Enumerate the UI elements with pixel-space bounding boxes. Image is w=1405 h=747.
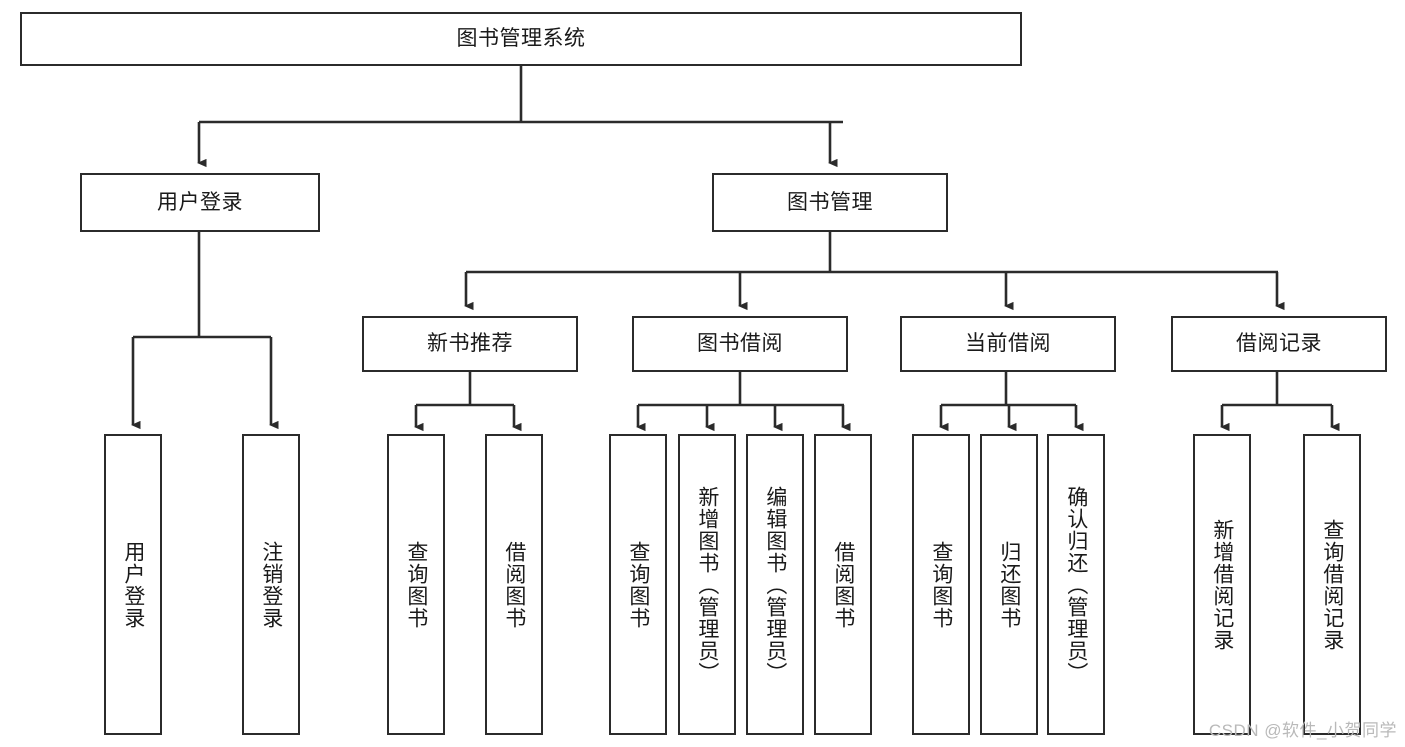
node-leaf-borrow-book-2[interactable]: 借阅图书: [814, 434, 872, 735]
node-leaf-query-book-1[interactable]: 查询图书: [387, 434, 445, 735]
node-leaf-return-book[interactable]: 归还图书: [980, 434, 1038, 735]
node-leaf-borrow-book-1-label: 借阅图书: [502, 540, 526, 629]
node-leaf-query-record-label: 查询借阅记录: [1320, 518, 1344, 651]
node-leaf-confirm-return-admin-label: 确认归还（管理员）: [1064, 485, 1088, 684]
node-leaf-return-book-label: 归还图书: [997, 540, 1021, 629]
node-leaf-confirm-return-admin[interactable]: 确认归还（管理员）: [1047, 434, 1105, 735]
node-leaf-logout-label: 注销登录: [259, 540, 283, 629]
watermark: CSDN @软件_小贺同学: [1208, 721, 1397, 740]
node-root[interactable]: 图书管理系统: [20, 12, 1022, 66]
node-leaf-query-book-2[interactable]: 查询图书: [609, 434, 667, 735]
node-leaf-user-login-label: 用户登录: [121, 540, 145, 629]
node-book-manage-label: 图书管理: [787, 190, 873, 214]
node-book-borrow[interactable]: 图书借阅: [632, 316, 848, 372]
node-root-label: 图书管理系统: [456, 27, 586, 51]
node-current-borrow[interactable]: 当前借阅: [900, 316, 1116, 372]
node-leaf-query-book-2-label: 查询图书: [626, 540, 650, 629]
node-leaf-query-book-3-label: 查询图书: [929, 540, 953, 629]
node-user-login[interactable]: 用户登录: [80, 173, 320, 232]
node-borrow-record[interactable]: 借阅记录: [1171, 316, 1387, 372]
node-book-manage[interactable]: 图书管理: [712, 173, 948, 232]
node-leaf-user-login[interactable]: 用户登录: [104, 434, 162, 735]
node-leaf-edit-book-admin-label: 编辑图书（管理员）: [763, 485, 787, 684]
node-book-borrow-label: 图书借阅: [697, 332, 783, 356]
node-leaf-add-record[interactable]: 新增借阅记录: [1193, 434, 1251, 735]
node-leaf-query-book-1-label: 查询图书: [404, 540, 428, 629]
node-current-borrow-label: 当前借阅: [965, 332, 1051, 356]
node-leaf-edit-book-admin[interactable]: 编辑图书（管理员）: [746, 434, 804, 735]
node-borrow-record-label: 借阅记录: [1236, 332, 1322, 356]
node-leaf-query-record[interactable]: 查询借阅记录: [1303, 434, 1361, 735]
node-leaf-query-book-3[interactable]: 查询图书: [912, 434, 970, 735]
node-leaf-add-book-admin-label: 新增图书（管理员）: [695, 485, 719, 684]
node-new-book-rec-label: 新书推荐: [427, 332, 513, 356]
node-leaf-add-book-admin[interactable]: 新增图书（管理员）: [678, 434, 736, 735]
node-leaf-add-record-label: 新增借阅记录: [1210, 518, 1234, 651]
node-leaf-logout[interactable]: 注销登录: [242, 434, 300, 735]
node-leaf-borrow-book-2-label: 借阅图书: [831, 540, 855, 629]
node-leaf-borrow-book-1[interactable]: 借阅图书: [485, 434, 543, 735]
node-new-book-rec[interactable]: 新书推荐: [362, 316, 578, 372]
node-user-login-label: 用户登录: [157, 190, 243, 214]
